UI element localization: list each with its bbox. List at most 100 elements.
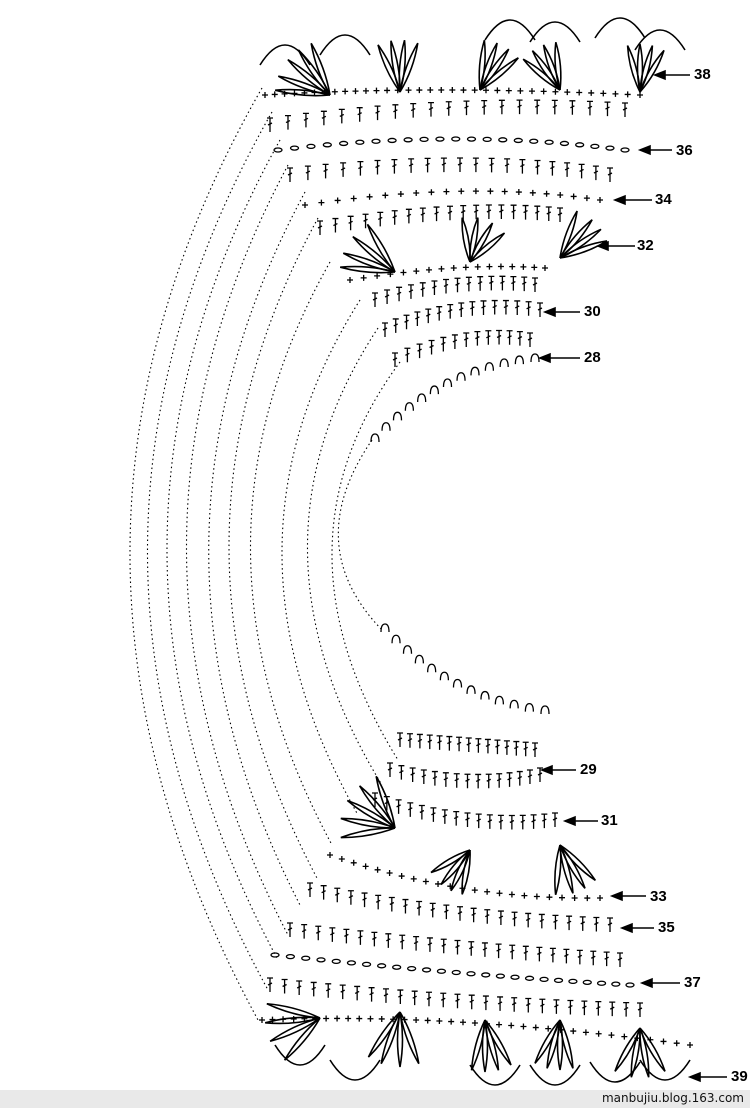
stitch-dc [368, 987, 375, 1002]
stitch-dc [527, 332, 533, 347]
shell-petal [522, 58, 561, 91]
stitch-dc [426, 937, 433, 952]
stitch-dc [496, 329, 503, 345]
stitch-picot [429, 385, 440, 395]
stitch-dc [406, 733, 413, 748]
stitch-dc [460, 204, 467, 220]
row-label-37: 37 [684, 974, 701, 991]
stitch-dc [397, 732, 403, 747]
stitch-dc [456, 736, 463, 752]
stitch-dc [392, 352, 398, 367]
stitch-sc [427, 87, 434, 94]
stitch-dc [451, 334, 458, 349]
stitch-picot [466, 685, 476, 694]
stitch-sc [386, 870, 393, 877]
shell-petal [358, 785, 396, 829]
stitch-dc [407, 284, 414, 299]
stitch-sc [374, 866, 381, 873]
stitch-dc [481, 942, 488, 957]
arrow-head [539, 764, 553, 776]
stitch-dc [564, 162, 571, 177]
stitch-dc [374, 159, 381, 175]
stitch-sc [334, 197, 341, 204]
stitch-dc [395, 799, 402, 814]
stitch-dc [399, 934, 406, 950]
stitch-ch [346, 960, 357, 966]
stitch-dc [566, 915, 573, 931]
stitch-dc [563, 948, 570, 964]
stitch-picot [524, 702, 535, 712]
shell-petal [478, 39, 486, 91]
stitch-ch [392, 964, 402, 970]
stitch-sc [600, 90, 607, 97]
stitch-sc [570, 193, 577, 200]
stitch-dc [397, 989, 404, 1005]
stitch-dc [447, 205, 453, 221]
stitch-picot [414, 654, 425, 664]
stitch-dc [513, 740, 520, 756]
stitch-picot [392, 411, 403, 421]
stitch-dc [408, 158, 415, 173]
stitch-ch [403, 137, 413, 143]
stitch-sc [425, 266, 432, 273]
row-label-28: 28 [584, 349, 601, 366]
stitch-dc [578, 163, 585, 179]
watermark: manbujiu.blog.163.com [601, 1091, 744, 1105]
stitch-sc [521, 892, 528, 899]
stitch-sc [497, 263, 504, 270]
stitch-dc [511, 911, 518, 927]
row-label-34: 34 [655, 191, 672, 208]
row-label-32: 32 [637, 237, 654, 254]
stitch-dc [477, 276, 484, 291]
stitch-ch [273, 147, 283, 153]
stitch-dc [488, 157, 495, 173]
stitch-dc [637, 1002, 643, 1017]
stitch-picot [427, 663, 437, 673]
stitch-picot [530, 353, 540, 363]
shell-petal [269, 1017, 321, 1043]
stitch-sc [367, 1015, 374, 1022]
stitch-sc [584, 895, 591, 902]
stitch-dc [454, 993, 461, 1009]
stitch-sc [474, 263, 481, 270]
stitch-dc [557, 207, 563, 222]
stitch-dc [391, 210, 398, 225]
arrow-head [619, 922, 633, 934]
stitch-ch [596, 980, 607, 986]
stitch-dc [539, 998, 546, 1014]
stitch-picot [381, 422, 391, 431]
stitch-sc [624, 91, 631, 98]
stitch-dc [419, 207, 426, 223]
stitch-sc [545, 1025, 552, 1032]
stitch-dc [551, 99, 558, 115]
stitch-dc [503, 740, 510, 755]
stitch-dc [581, 1000, 588, 1016]
dotted-guide-lines [129, 87, 401, 1021]
shell-petal [399, 1011, 420, 1065]
stitch-picot [514, 355, 525, 365]
stitch-dc [499, 275, 506, 291]
stitch-dc [440, 992, 447, 1008]
stitch-dc [440, 336, 447, 352]
stitch-sc [583, 195, 590, 202]
stitch-dc [511, 997, 518, 1012]
stitch-dc [525, 997, 532, 1013]
stitch-ch [495, 973, 506, 979]
stitch-ch [436, 968, 447, 974]
stitch-dc [506, 772, 513, 787]
stitch-sc [318, 199, 325, 206]
stitch-sc [360, 274, 367, 281]
shell-petal [352, 235, 396, 273]
shell-petal [396, 1011, 404, 1068]
stitch-ch [289, 145, 300, 151]
stitch-sc [449, 87, 456, 94]
scallop [589, 1061, 641, 1083]
stitch-sc [532, 1024, 539, 1031]
stitch-sc [362, 863, 369, 870]
stitch-dc [414, 311, 421, 326]
stitch-dc [446, 735, 453, 751]
stitch-sc [520, 263, 527, 270]
stitch-dc [545, 206, 552, 221]
scallop [329, 1059, 381, 1081]
stitch-sc [378, 1015, 385, 1022]
